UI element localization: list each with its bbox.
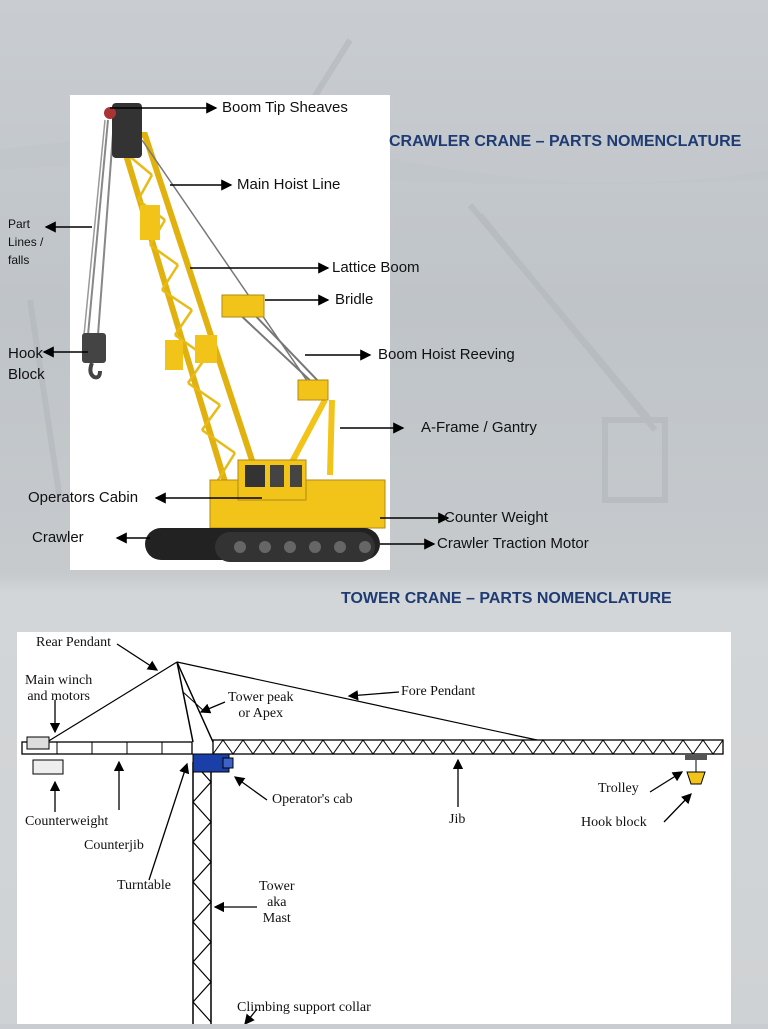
label-tower-peak-1: Tower peak bbox=[228, 690, 294, 705]
label-lattice-boom: Lattice Boom bbox=[332, 259, 420, 276]
label-climbing-support-collar: Climbing support collar bbox=[237, 1000, 371, 1015]
label-boom-hoist-reeving: Boom Hoist Reeving bbox=[378, 346, 515, 363]
label-hook-block-1: Hook bbox=[8, 345, 44, 362]
label-counterjib: Counterjib bbox=[84, 838, 144, 853]
label-turntable: Turntable bbox=[117, 878, 171, 893]
label-hook-block: Hook Block bbox=[8, 343, 45, 385]
label-tower-peak-2: or Apex bbox=[238, 706, 284, 721]
label-a-frame-gantry: A-Frame / Gantry bbox=[421, 419, 537, 436]
label-rear-pendant: Rear Pendant bbox=[36, 635, 112, 650]
label-tower-mast-1: Tower bbox=[259, 879, 295, 894]
label-counterweight: Counterweight bbox=[25, 814, 109, 829]
label-counter-weight: Counter Weight bbox=[444, 509, 548, 526]
label-tower-mast-3: Mast bbox=[262, 911, 291, 926]
crawler-leader-arrows bbox=[42, 102, 450, 550]
label-operators-cabin: Operators Cabin bbox=[28, 489, 139, 506]
label-part-lines-1: Part bbox=[8, 217, 31, 231]
label-tower-mast: Tower aka Mast bbox=[259, 879, 295, 927]
label-main-hoist-line: Main Hoist Line bbox=[237, 176, 341, 193]
crawler-title: CRAWLER CRANE – PARTS NOMENCLATURE bbox=[389, 133, 742, 150]
label-main-winch-1: Main winch bbox=[25, 673, 93, 688]
label-jib: Jib bbox=[449, 812, 466, 827]
tower-title: TOWER CRANE – PARTS NOMENCLATURE bbox=[341, 590, 672, 607]
crawler-crane-drawing bbox=[82, 103, 386, 562]
label-boom-tip-sheaves: Boom Tip Sheaves bbox=[222, 99, 348, 116]
label-main-winch: Main winch and motors bbox=[25, 673, 92, 705]
label-main-winch-2: and motors bbox=[27, 689, 90, 704]
label-part-lines-2: Lines / bbox=[8, 235, 44, 249]
crawler-crane-image bbox=[70, 95, 390, 570]
label-part-lines: Part Lines / falls bbox=[8, 215, 43, 269]
label-tower-mast-2: aka bbox=[267, 895, 287, 910]
label-crawler-traction-motor: Crawler Traction Motor bbox=[437, 535, 589, 552]
tower-crane-drawing bbox=[21, 643, 724, 1026]
label-hook-block-tower: Hook block bbox=[581, 815, 647, 830]
label-bridle: Bridle bbox=[335, 291, 374, 308]
label-part-lines-3: falls bbox=[8, 253, 30, 267]
tower-crane-image bbox=[17, 632, 731, 1026]
label-crawler: Crawler bbox=[32, 529, 84, 546]
label-hook-block-2: Block bbox=[8, 366, 45, 383]
label-trolley: Trolley bbox=[598, 781, 639, 796]
label-fore-pendant: Fore Pendant bbox=[401, 684, 476, 699]
label-operators-cab: Operator's cab bbox=[272, 792, 353, 807]
label-tower-peak: Tower peak or Apex bbox=[228, 690, 294, 722]
